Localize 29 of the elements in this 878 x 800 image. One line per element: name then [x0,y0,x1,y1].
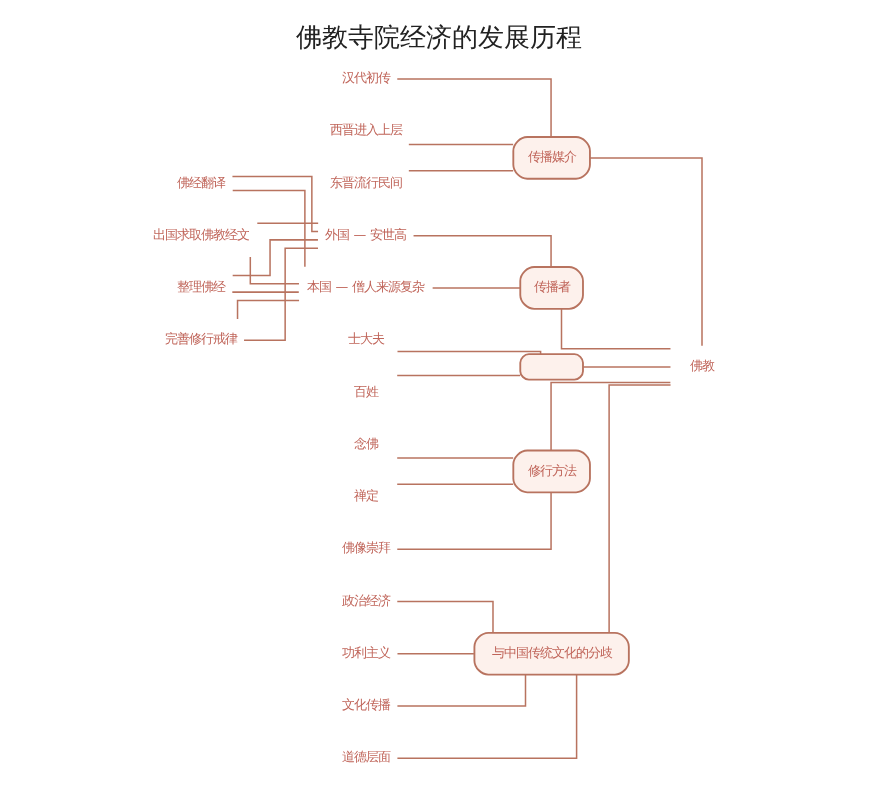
connector [408,169,514,172]
connector [249,256,300,285]
connector [396,652,475,655]
connector [236,299,300,320]
connector [231,239,319,277]
connector [412,234,552,268]
connector [431,287,521,289]
connector [243,247,319,341]
node-box [519,353,584,381]
connector [256,222,319,224]
connector [396,673,527,707]
connector [550,381,672,452]
connector [396,78,552,138]
connector [589,157,703,347]
connector [231,175,319,233]
connector [396,483,514,485]
connector [582,366,672,368]
connector [408,143,514,146]
connector [231,291,300,293]
connector [560,308,672,350]
diagram-title: 佛教寺院经济的发展历程 [296,23,582,54]
connector [396,600,494,634]
connector [396,491,552,550]
connector [608,384,672,634]
connector [396,350,542,355]
connector [231,189,306,268]
connector [396,374,521,377]
connector [396,457,514,459]
connector [396,674,578,759]
